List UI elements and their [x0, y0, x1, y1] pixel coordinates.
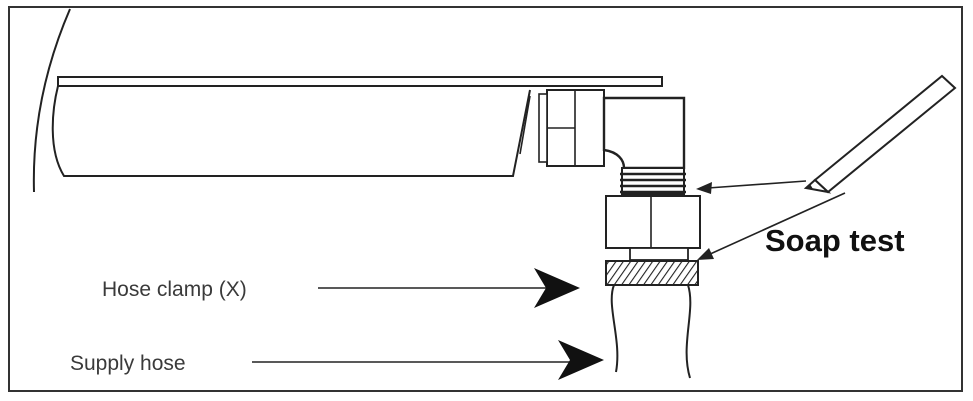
hose-clamp-arrowhead — [534, 268, 580, 308]
soap-test-label: Soap test — [765, 223, 905, 258]
supply-hose — [610, 284, 692, 379]
nut-collar — [629, 247, 689, 261]
appliance-panel — [51, 85, 531, 177]
brush-icon — [803, 74, 957, 194]
appliance-nut-face — [538, 93, 548, 163]
hex-nut-connector — [605, 195, 701, 249]
appliance-body-outline — [32, 8, 71, 193]
soap-test-arrowhead-upper — [696, 182, 712, 194]
supply-hose-label: Supply hose — [70, 352, 186, 375]
soap-test-pointer-lower — [707, 192, 846, 256]
appliance-top-plate — [57, 76, 663, 87]
elbow-fitting — [602, 96, 686, 170]
soap-test-pointer-upper — [707, 180, 807, 189]
panel-inner-line — [519, 95, 531, 155]
supply-hose-arrowhead — [558, 340, 604, 380]
threaded-section — [620, 167, 686, 195]
diagram-frame — [8, 6, 963, 392]
hose-clamp-label: Hose clamp (X) — [102, 278, 247, 301]
hose-clamp-band — [605, 260, 699, 286]
soap-test-arrowhead-lower — [697, 248, 714, 260]
